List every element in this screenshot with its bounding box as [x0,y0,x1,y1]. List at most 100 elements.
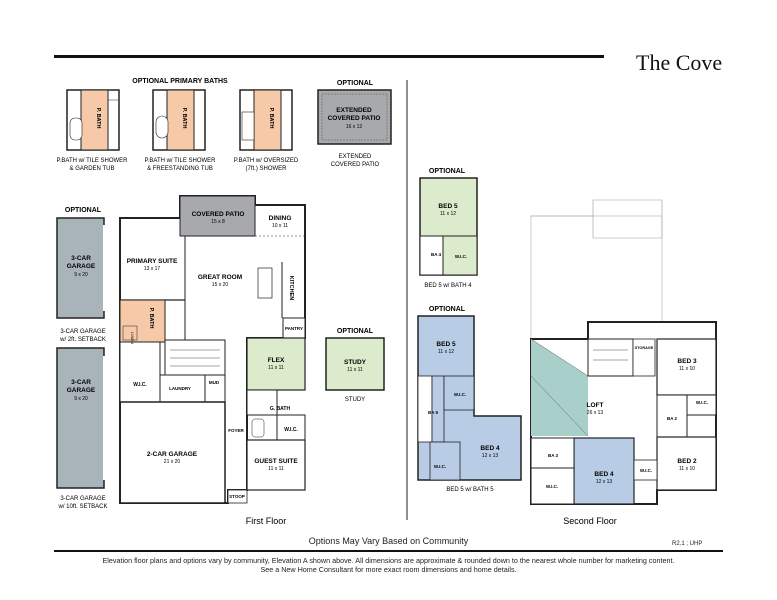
bath-option-2-caption-2: & FREESTANDING TUB [147,166,213,172]
kitchen-label: KITCHEN [288,276,294,300]
bed4-dims: 12 x 13 [482,453,499,459]
extended-patio-name-1: EXTENDED [336,107,372,114]
bed2-name: BED 2 [677,458,697,465]
flex-name: FLEX [268,357,285,364]
stoop-label: STOOP [229,494,245,499]
primary-suite-name: PRIMARY SUITE [127,258,178,265]
bed5-ba5-option [417,315,522,481]
bed5-ba4-option [419,177,478,276]
garage-option-caption-2: w/ 2ft. SETBACK [59,337,106,343]
study-dims: 11 x 11 [347,367,363,373]
bath-option-1-caption-2: & GARDEN TUB [70,166,115,172]
g-bath-label: G. BATH [270,406,291,412]
extended-patio-caption-2: COVERED PATIO [331,162,380,168]
optional-primary-baths-heading: OPTIONAL PRIMARY BATHS [132,78,228,85]
disclaimer-line-1: Elevation floor plans and options vary b… [102,556,675,565]
dining-name: DINING [269,215,292,222]
ba2-label: BA 2 [667,416,678,421]
extended-patio-name-2: COVERED PATIO [328,115,381,122]
ba4-label: BA 4 [431,252,442,257]
linen-label: LINEN [130,332,135,344]
garage-option-caption-1: 3-CAR GARAGE [60,496,105,502]
bed4-name: BED 4 [480,445,500,452]
p-bath-label: P. BATH [148,308,154,329]
options-note: Options May Vary Based on Community [308,536,469,546]
garage-option-caption-1: 3-CAR GARAGE [60,329,105,335]
guest-suite-dims: 11 x 11 [268,466,284,472]
extended-patio-caption-1: EXTENDED [339,154,372,160]
first-floor-plan [119,195,306,504]
bed3-name: BED 3 [677,358,697,365]
bed4-name: BED 4 [594,471,614,478]
footer-rule [54,550,723,552]
laundry-label: LAUNDRY [169,386,191,391]
second-floor-plan [530,199,717,505]
first-floor-label: First Floor [246,516,287,526]
study-caption: STUDY [345,397,365,403]
header-rule [54,55,604,58]
covered-patio-dims: 15 x 8 [211,219,225,225]
loft-name: LOFT [587,402,604,409]
plan-title: The Cove [636,50,723,75]
garage-option-name-2: GARAGE [67,387,96,394]
bed5-name: BED 5 [438,203,458,210]
p-bath-label: P. BATH [181,108,187,129]
garage-option-10ft: 3-CAR GARAGE 9 x 20 [56,347,105,489]
garage-option-2ft: 3-CAR GARAGE 9 x 20 [56,217,105,319]
disclaimer-line-2: See a New Home Consultant for more exact… [260,565,517,574]
bed5-ba4-caption: BED 5 w/ BATH 4 [424,283,472,289]
garage-option-dims: 9 x 20 [74,396,88,402]
extended-patio-option: EXTENDED COVERED PATIO 16 x 12 [317,89,392,145]
garage-option-name-2: GARAGE [67,263,96,270]
garage-option-name-1: 3-CAR [71,255,91,262]
bed5-dims: 11 x 12 [440,211,456,217]
great-room-name: GREAT ROOM [198,274,242,281]
wic-label: W.I.C. [133,382,147,388]
loft-dims: 26 x 13 [587,410,604,416]
study-name: STUDY [344,359,367,366]
p-bath-label: P. BATH [95,108,101,129]
garage-dims: 21 x 20 [164,459,181,465]
bath-option-3-caption-2: (7ft.) SHOWER [245,166,287,172]
optional-heading: OPTIONAL [429,306,466,313]
optional-heading: OPTIONAL [65,207,102,214]
bed5-ba5-caption: BED 5 w/ BATH 5 [446,487,494,493]
extended-patio-dims: 16 x 12 [346,124,363,130]
primary-bath-option-2: P. BATH [152,89,206,151]
primary-suite-dims: 13 x 17 [144,266,161,272]
wic-label: W.I.C. [454,392,466,397]
garage-option-caption-2: w/ 10ft. SETBACK [57,504,107,510]
bath-option-1-caption-1: P.BATH w/ TILE SHOWER [56,158,128,164]
mud-label: MUD [209,380,220,385]
covered-patio-name: COVERED PATIO [192,211,245,218]
garage-name: 2-CAR GARAGE [147,451,198,458]
optional-heading: OPTIONAL [337,328,374,335]
study-option [325,337,385,391]
bed2-dims: 11 x 10 [679,466,695,472]
wic2-label: W.I.C. [434,464,446,469]
bed3-dims: 11 x 10 [679,366,695,372]
garage-option-name-1: 3-CAR [71,379,91,386]
guest-suite-name: GUEST SUITE [254,458,298,465]
wic-label: W.I.C. [455,254,467,259]
optional-heading: OPTIONAL [337,80,374,87]
wic2-label: W.I.C. [284,427,298,433]
great-room-dims: 15 x 20 [212,282,229,288]
foyer-label: FOYER [228,428,244,433]
primary-bath-option-1: P. BATH [66,89,120,151]
dining-dims: 10 x 11 [272,223,288,229]
flex-dims: 11 x 11 [268,365,284,371]
optional-heading: OPTIONAL [429,168,466,175]
primary-bath-option-3: P. BATH [239,89,293,151]
wic-label: W.I.C. [696,400,708,405]
storage-label: STORAGE [635,346,654,350]
revision-code: R2.1 ; UHP [672,541,703,547]
pantry-label: PANTRY [285,326,303,331]
wic2-label: W.I.C. [546,484,558,489]
bath-option-2-caption-1: P.BATH w/ TILE SHOWER [144,158,216,164]
ba5-label: BA 5 [428,410,439,415]
garage-option-dims: 9 x 20 [74,272,88,278]
wic3-label: W.I.C. [640,468,652,473]
bed5-name: BED 5 [436,341,456,348]
